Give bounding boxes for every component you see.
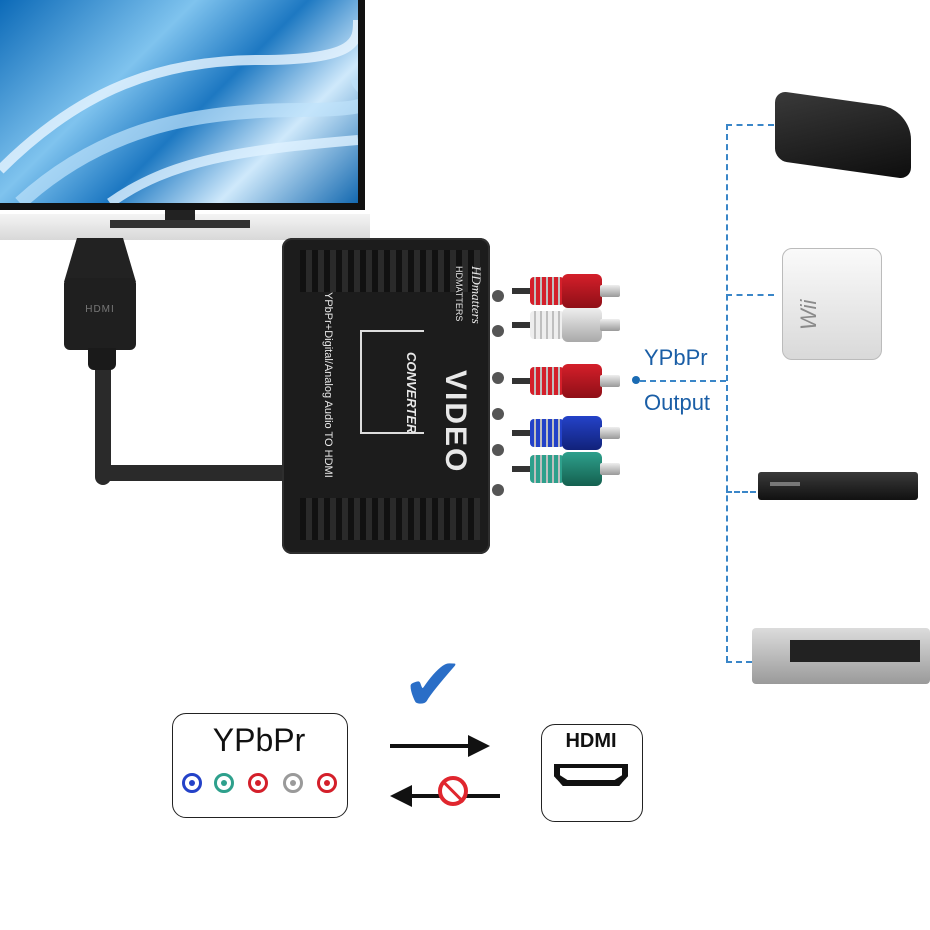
forward-arrow-head xyxy=(468,735,490,757)
hdmi-plug-strain-relief xyxy=(88,348,116,370)
hdmi-cable-vertical xyxy=(95,360,111,485)
reverse-arrow-head xyxy=(390,785,412,807)
converter-port xyxy=(492,290,504,302)
dvd-display xyxy=(770,482,800,486)
rca-jack-icon xyxy=(214,773,234,793)
forbidden-icon xyxy=(438,776,468,806)
av-receiver-display xyxy=(790,640,920,662)
connection-dot xyxy=(632,376,640,384)
converter-port xyxy=(492,444,504,456)
rca-jack-icon xyxy=(317,773,337,793)
ypbpr-input-label: YPbPr xyxy=(212,722,306,758)
converter-description: YPbPr+Digital/Analog Audio TO HDMI xyxy=(322,292,334,478)
converter-port xyxy=(492,325,504,337)
hdmi-plug-body xyxy=(64,278,136,350)
dashed-line-branch xyxy=(726,124,774,126)
hdmi-output-label: HDMI xyxy=(565,730,617,752)
wii-logo: Wii xyxy=(796,299,821,330)
converter-title: VIDEO xyxy=(439,370,472,474)
converter-brand: HDmatters xyxy=(469,266,484,324)
tv-foot xyxy=(110,220,250,228)
converter-ridges-top xyxy=(300,250,480,292)
tv-screen-image xyxy=(0,0,358,203)
dashed-line-trunk xyxy=(726,124,728,662)
dvd-player-icon xyxy=(758,472,918,500)
dashed-line-branch xyxy=(726,491,756,493)
rca-plug xyxy=(512,364,620,398)
ypbpr-output-label-line1: YPbPr xyxy=(644,345,708,370)
rca-plug xyxy=(512,416,620,450)
converter-model: HDMATTERS xyxy=(454,266,464,322)
converter-port xyxy=(492,484,504,496)
rca-plug xyxy=(512,308,620,342)
ypbpr-output-label-line2: Output xyxy=(644,390,711,415)
converter-port xyxy=(492,408,504,420)
hdmi-cable-horizontal xyxy=(95,465,295,481)
converter-port xyxy=(492,372,504,384)
dashed-line-branch xyxy=(726,661,752,663)
hdmi-port-inner xyxy=(560,768,622,780)
hdmi-plug-tip xyxy=(64,238,136,282)
rca-plug xyxy=(512,452,620,486)
dashed-line-main xyxy=(640,380,726,382)
converter-subtitle: CONVERTER xyxy=(404,352,419,434)
dashed-line-branch xyxy=(726,294,774,296)
ypbpr-input-card xyxy=(172,713,348,818)
converter-arrow-graphic xyxy=(360,330,424,434)
rca-jack-icon xyxy=(182,773,202,793)
check-icon: ✔ xyxy=(402,643,465,726)
rca-jack-icon xyxy=(283,773,303,793)
rca-jack-icon xyxy=(248,773,268,793)
hdmi-plug-label: HDMI xyxy=(85,304,115,315)
tv-neck xyxy=(165,210,195,222)
wii-console-icon xyxy=(782,248,882,360)
game-console-icon xyxy=(775,90,911,180)
rca-plug xyxy=(512,274,620,308)
forward-arrow-line xyxy=(390,744,470,748)
converter-ridges-bottom xyxy=(300,498,480,540)
